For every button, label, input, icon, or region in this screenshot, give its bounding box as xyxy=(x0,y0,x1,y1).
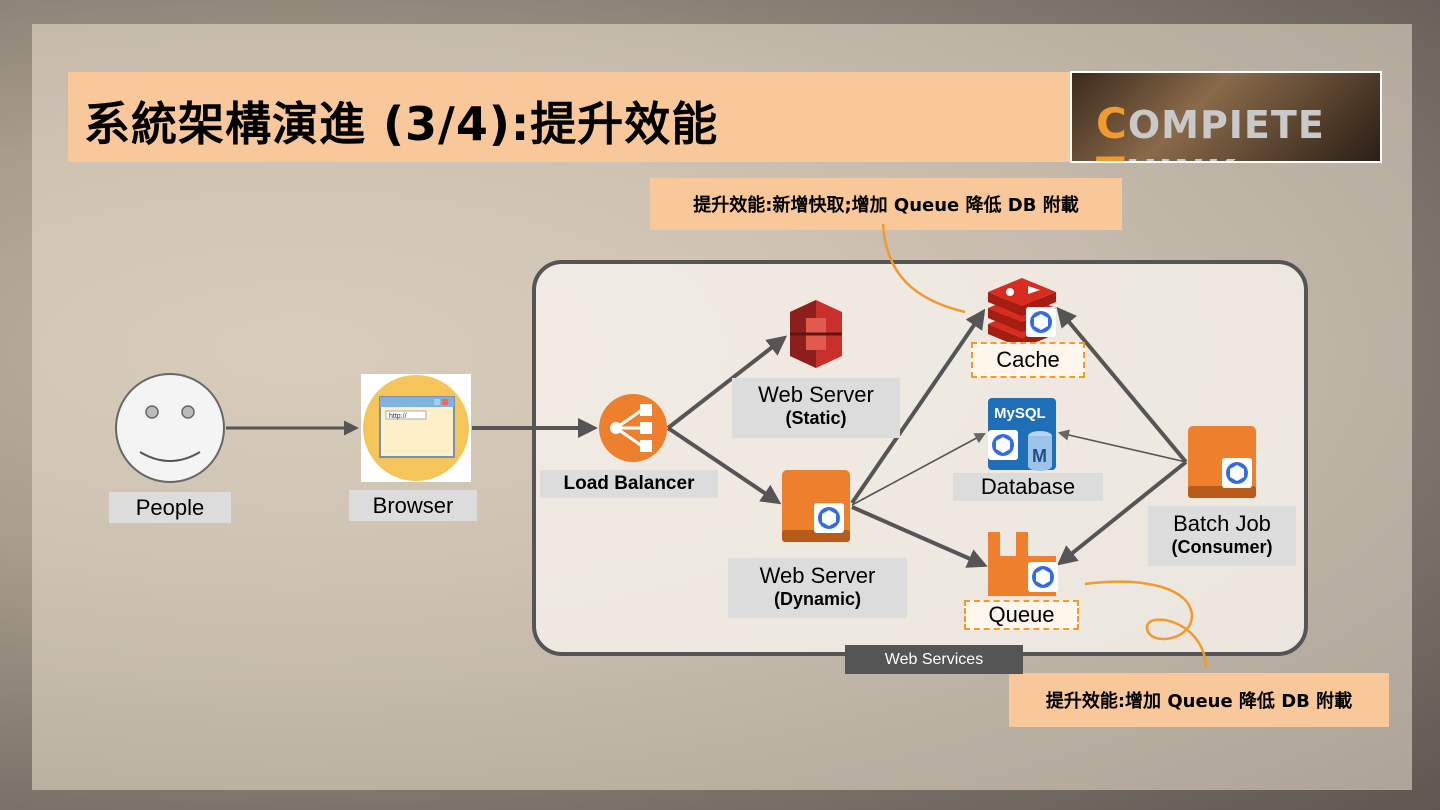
people-smiley-icon xyxy=(115,373,225,483)
web-server-dynamic-label: Web Server (Dynamic) xyxy=(728,558,907,618)
arrow-batch-queue xyxy=(1056,460,1188,566)
database-label: Database xyxy=(953,473,1103,501)
arrow-lb-static xyxy=(666,335,788,430)
arrow-batch-database xyxy=(1057,429,1187,463)
logo-text: COMPIETE THINK xyxy=(1096,99,1325,161)
web-server-static-label: Web Server (Static) xyxy=(732,378,900,438)
arrow-dynamic-queue xyxy=(851,505,988,568)
callout-curve-bottom xyxy=(1084,580,1208,669)
browser-url-text: http:// xyxy=(389,413,407,420)
cache-label: Cache xyxy=(971,342,1085,378)
web-server-dynamic-sub: (Dynamic) xyxy=(773,589,862,609)
load-balancer-label: Load Balancer xyxy=(540,470,718,498)
redis-cache-icon xyxy=(988,278,1056,348)
batch-job-icon xyxy=(1188,426,1256,498)
s3-bucket-icon xyxy=(790,300,842,368)
web-server-dynamic-icon xyxy=(782,470,850,542)
note-bottom: 提升效能:增加 Queue 降低 DB 附載 xyxy=(1009,673,1389,727)
mysql-text: MySQL xyxy=(994,405,1046,422)
queue-icon xyxy=(988,532,1058,596)
arrow-dynamic-database xyxy=(851,432,986,506)
people-label: People xyxy=(109,492,231,523)
web-server-static-name: Web Server xyxy=(758,382,874,407)
page-title: 系統架構演進 (3/4):提升效能 xyxy=(84,97,719,151)
browser-window-icon xyxy=(361,374,471,482)
mysql-database-icon xyxy=(988,398,1056,471)
note-top: 提升效能:新增快取;增加 Queue 降低 DB 附載 xyxy=(650,178,1122,230)
arrow-lb-dynamic xyxy=(666,426,782,505)
arrow-dynamic-cache xyxy=(850,308,986,505)
compiete-think-logo: COMPIETE THINK xyxy=(1070,71,1382,163)
batch-job-sub: (Consumer) xyxy=(1171,537,1273,557)
web-services-group xyxy=(532,260,1308,656)
callout-curve-top xyxy=(881,223,966,314)
title-bar xyxy=(68,72,1070,162)
queue-label: Queue xyxy=(964,600,1079,630)
batch-job-label: Batch Job (Consumer) xyxy=(1148,506,1296,566)
connectors xyxy=(226,306,1188,568)
browser-label: Browser xyxy=(349,490,477,521)
web-server-static-sub: (Static) xyxy=(785,408,847,428)
web-server-dynamic-name: Web Server xyxy=(759,563,876,588)
batch-job-name: Batch Job xyxy=(1173,511,1271,536)
web-services-label: Web Services xyxy=(845,645,1023,674)
load-balancer-icon xyxy=(599,394,667,462)
arrow-batch-cache xyxy=(1056,306,1188,464)
mysql-m-glyph: M xyxy=(1032,446,1047,466)
